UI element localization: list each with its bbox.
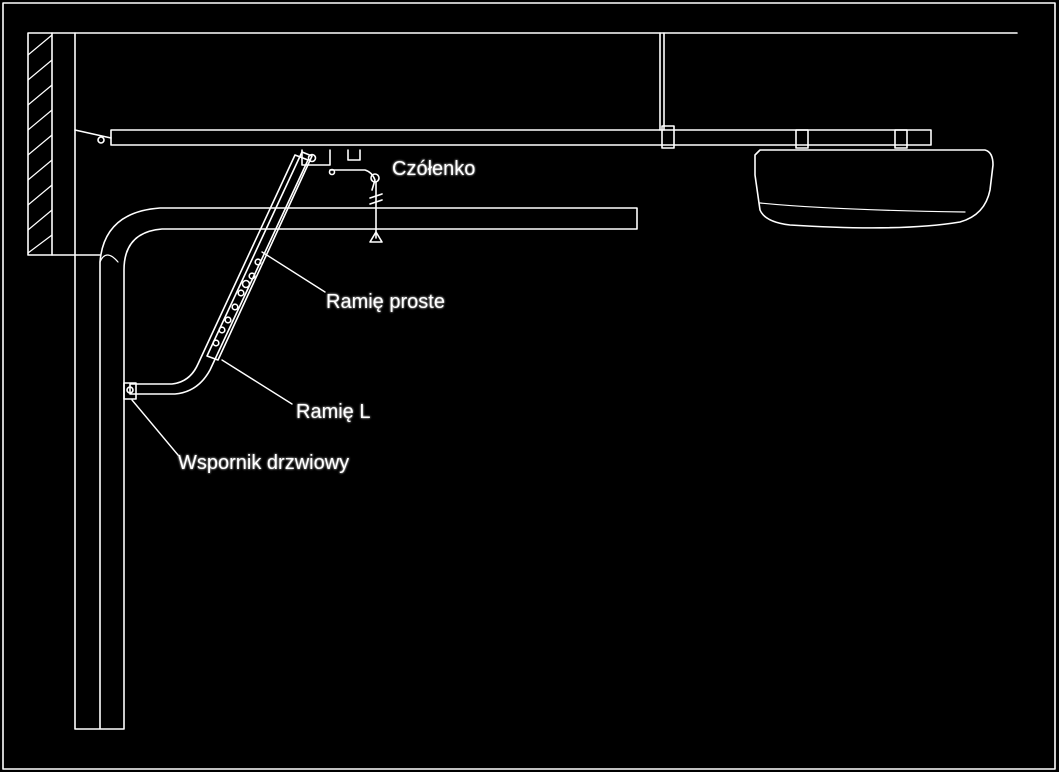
label-czolenko: Czółenko [392, 158, 476, 180]
ceiling-hanger [659, 32, 665, 131]
l-arm [129, 154, 309, 395]
door-track [74, 207, 638, 730]
wall [27, 32, 53, 256]
leader-lines [131, 251, 326, 456]
trolley [301, 149, 383, 243]
straight-arm [206, 151, 313, 361]
opener-motor-line [759, 202, 966, 213]
door-bracket [123, 382, 137, 400]
opener-rail [74, 125, 932, 149]
label-wspornik-drzwiowy: Wspornik drzwiowy [178, 452, 350, 474]
track-curve-detail [99, 254, 119, 263]
opener-motor-head [754, 149, 994, 229]
label-ramie-proste: Ramię proste [326, 291, 445, 313]
label-ramie-l: Ramię L [296, 401, 371, 423]
door-header [51, 32, 101, 256]
